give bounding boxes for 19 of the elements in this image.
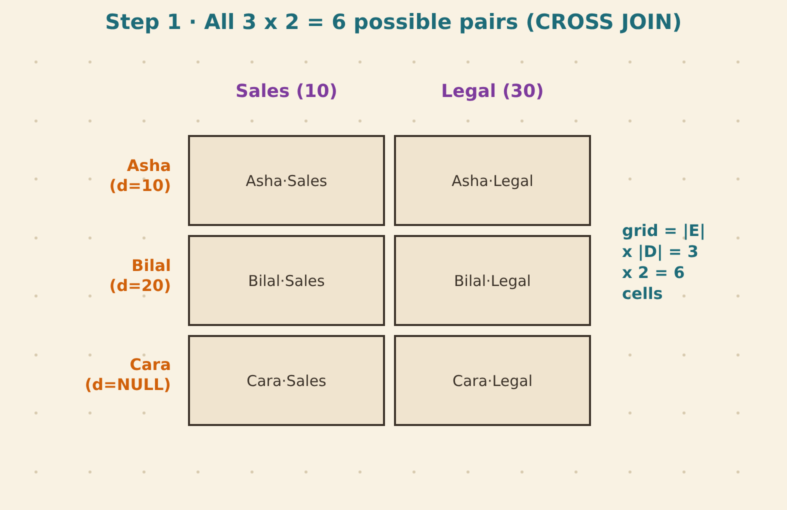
pair-cell bbox=[394, 135, 591, 226]
pair-cell bbox=[394, 235, 591, 326]
pair-cell bbox=[188, 235, 385, 326]
pair-text: Bilal·Sales bbox=[248, 272, 325, 290]
pair-text: Cara·Sales bbox=[246, 372, 326, 390]
pair-cell bbox=[394, 335, 591, 426]
pair-text: Asha·Sales bbox=[246, 172, 328, 190]
diagram-title: Step 1 · All 3 x 2 = 6 possible pairs (CROSS JOIN) bbox=[104, 10, 683, 34]
row-header: Bilal (d=20) bbox=[108, 256, 171, 296]
column-header: Sales (10) bbox=[234, 81, 338, 102]
pair-text: Bilal·Legal bbox=[454, 272, 531, 290]
column-header: Legal (30) bbox=[440, 81, 545, 102]
pair-text: Asha·Legal bbox=[452, 172, 534, 190]
formula-note: grid = |E| x |D| = 3 x 2 = 6 cells bbox=[622, 220, 706, 304]
row-header: Cara (d=NULL) bbox=[84, 355, 171, 395]
pair-text: Cara·Legal bbox=[452, 372, 532, 390]
row-header: Asha (d=10) bbox=[108, 156, 171, 196]
pair-cell bbox=[188, 135, 385, 226]
pair-cell bbox=[188, 335, 385, 426]
